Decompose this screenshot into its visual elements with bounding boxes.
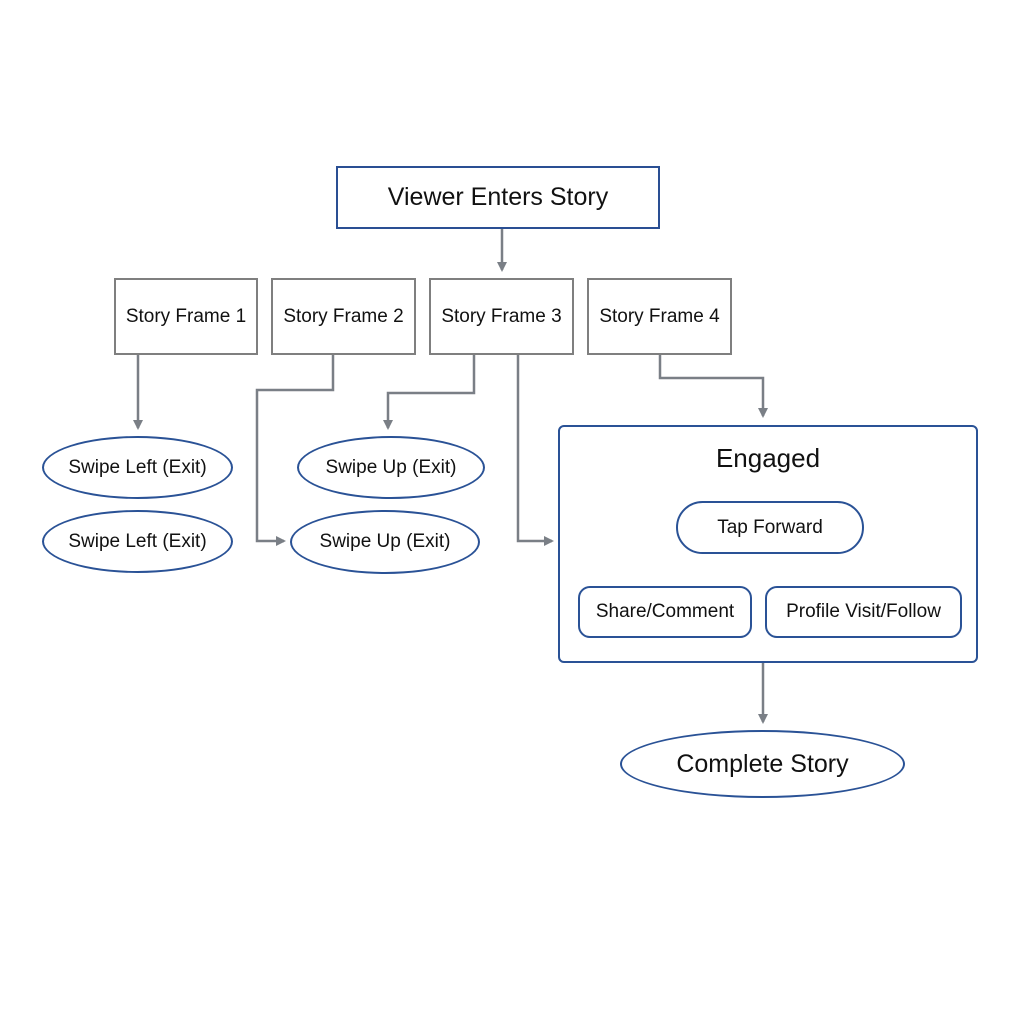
engaged-group: Engaged Tap Forward Share/Comment Profil…: [558, 425, 978, 663]
swipe-left-exit-node-1: Swipe Left (Exit): [42, 436, 233, 499]
swipe-up-exit-node-2: Swipe Up (Exit): [290, 510, 480, 574]
engaged-title: Engaged: [715, 443, 821, 473]
story-frame-4-label: Story Frame 4: [599, 305, 720, 327]
viewer-enters-story-node: Viewer Enters Story: [336, 166, 660, 229]
share-comment-node: Share/Comment: [578, 586, 752, 638]
profile-visit-follow-label: Profile Visit/Follow: [786, 601, 941, 622]
complete-story-node: Complete Story: [620, 730, 905, 798]
story-frame-1-node: Story Frame 1: [114, 278, 258, 355]
tap-forward-node: Tap Forward: [676, 501, 864, 554]
swipe-up-exit-label-2: Swipe Up (Exit): [319, 531, 451, 552]
connector-frame2-to-exit: [255, 355, 335, 546]
swipe-up-exit-node-1: Swipe Up (Exit): [297, 436, 485, 499]
connector-frame3-to-exit: [383, 355, 476, 430]
viewer-enters-story-label: Viewer Enters Story: [387, 183, 609, 211]
story-frame-3-label: Story Frame 3: [441, 305, 562, 327]
swipe-left-exit-label-1: Swipe Left (Exit): [68, 456, 207, 478]
connector-frame4-to-engaged: [658, 355, 768, 418]
profile-visit-follow-node: Profile Visit/Follow: [765, 586, 962, 638]
story-frame-1-label: Story Frame 1: [125, 305, 247, 327]
share-comment-label: Share/Comment: [595, 601, 735, 622]
story-frame-4-node: Story Frame 4: [587, 278, 732, 355]
connector-frame3-to-engaged: [516, 355, 554, 546]
swipe-up-exit-label-1: Swipe Up (Exit): [325, 456, 457, 478]
story-frame-2-label: Story Frame 2: [283, 305, 404, 327]
swipe-left-exit-label-2: Swipe Left (Exit): [68, 530, 207, 552]
swipe-left-exit-node-2: Swipe Left (Exit): [42, 510, 233, 573]
story-frame-3-node: Story Frame 3: [429, 278, 574, 355]
complete-story-label: Complete Story: [676, 749, 849, 778]
tap-forward-label: Tap Forward: [717, 516, 823, 538]
story-frame-2-node: Story Frame 2: [271, 278, 416, 355]
